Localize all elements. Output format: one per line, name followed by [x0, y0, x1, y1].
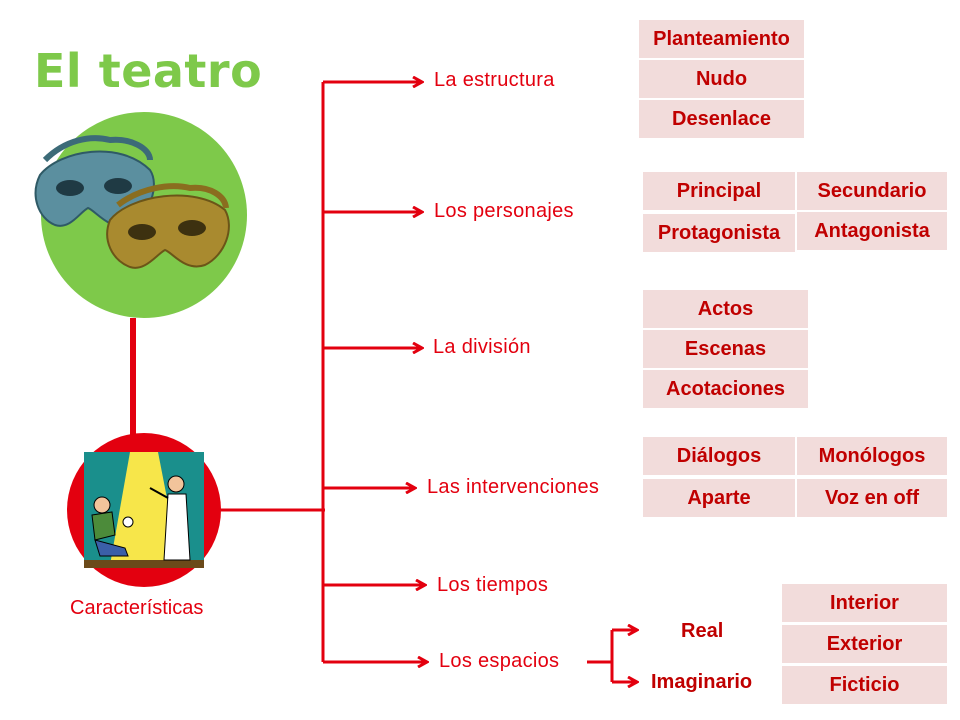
box-acotaciones: Acotaciones: [643, 370, 808, 408]
box-desenlace: Desenlace: [639, 100, 804, 138]
masks-illustration: [34, 112, 247, 318]
branch-personajes: Los personajes: [434, 200, 574, 222]
caption-caracteristicas: Características: [70, 597, 204, 619]
box-aparte: Aparte: [643, 479, 795, 517]
theater-stage-icon: [84, 452, 204, 568]
box-escenas: Escenas: [643, 330, 808, 368]
box-exterior: Exterior: [782, 625, 947, 663]
box-monologos: Monólogos: [797, 437, 947, 475]
sub-imaginario: Imaginario: [651, 671, 753, 693]
branch-espacios: Los espacios: [439, 650, 560, 672]
box-secundario: Secundario: [797, 172, 947, 210]
branch-intervenciones: Las intervenciones: [427, 476, 600, 498]
branch-estructura: La estructura: [434, 69, 555, 91]
box-planteamiento: Planteamiento: [639, 20, 804, 58]
branch-division: La división: [433, 336, 531, 358]
box-ficticio: Ficticio: [782, 666, 947, 704]
box-principal: Principal: [643, 172, 795, 210]
box-interior: Interior: [782, 584, 947, 622]
box-nudo: Nudo: [639, 60, 804, 98]
box-dialogos: Diálogos: [643, 437, 795, 475]
box-actos: Actos: [643, 290, 808, 328]
box-antagonista: Antagonista: [797, 212, 947, 250]
stage-illustration: [67, 433, 221, 587]
box-voz-en-off: Voz en off: [797, 479, 947, 517]
theater-masks-icon: [34, 135, 230, 269]
sub-real: Real: [681, 620, 724, 642]
box-protagonista: Protagonista: [643, 214, 795, 252]
page-title: El teatro: [34, 44, 263, 98]
branch-tiempos: Los tiempos: [437, 574, 549, 596]
